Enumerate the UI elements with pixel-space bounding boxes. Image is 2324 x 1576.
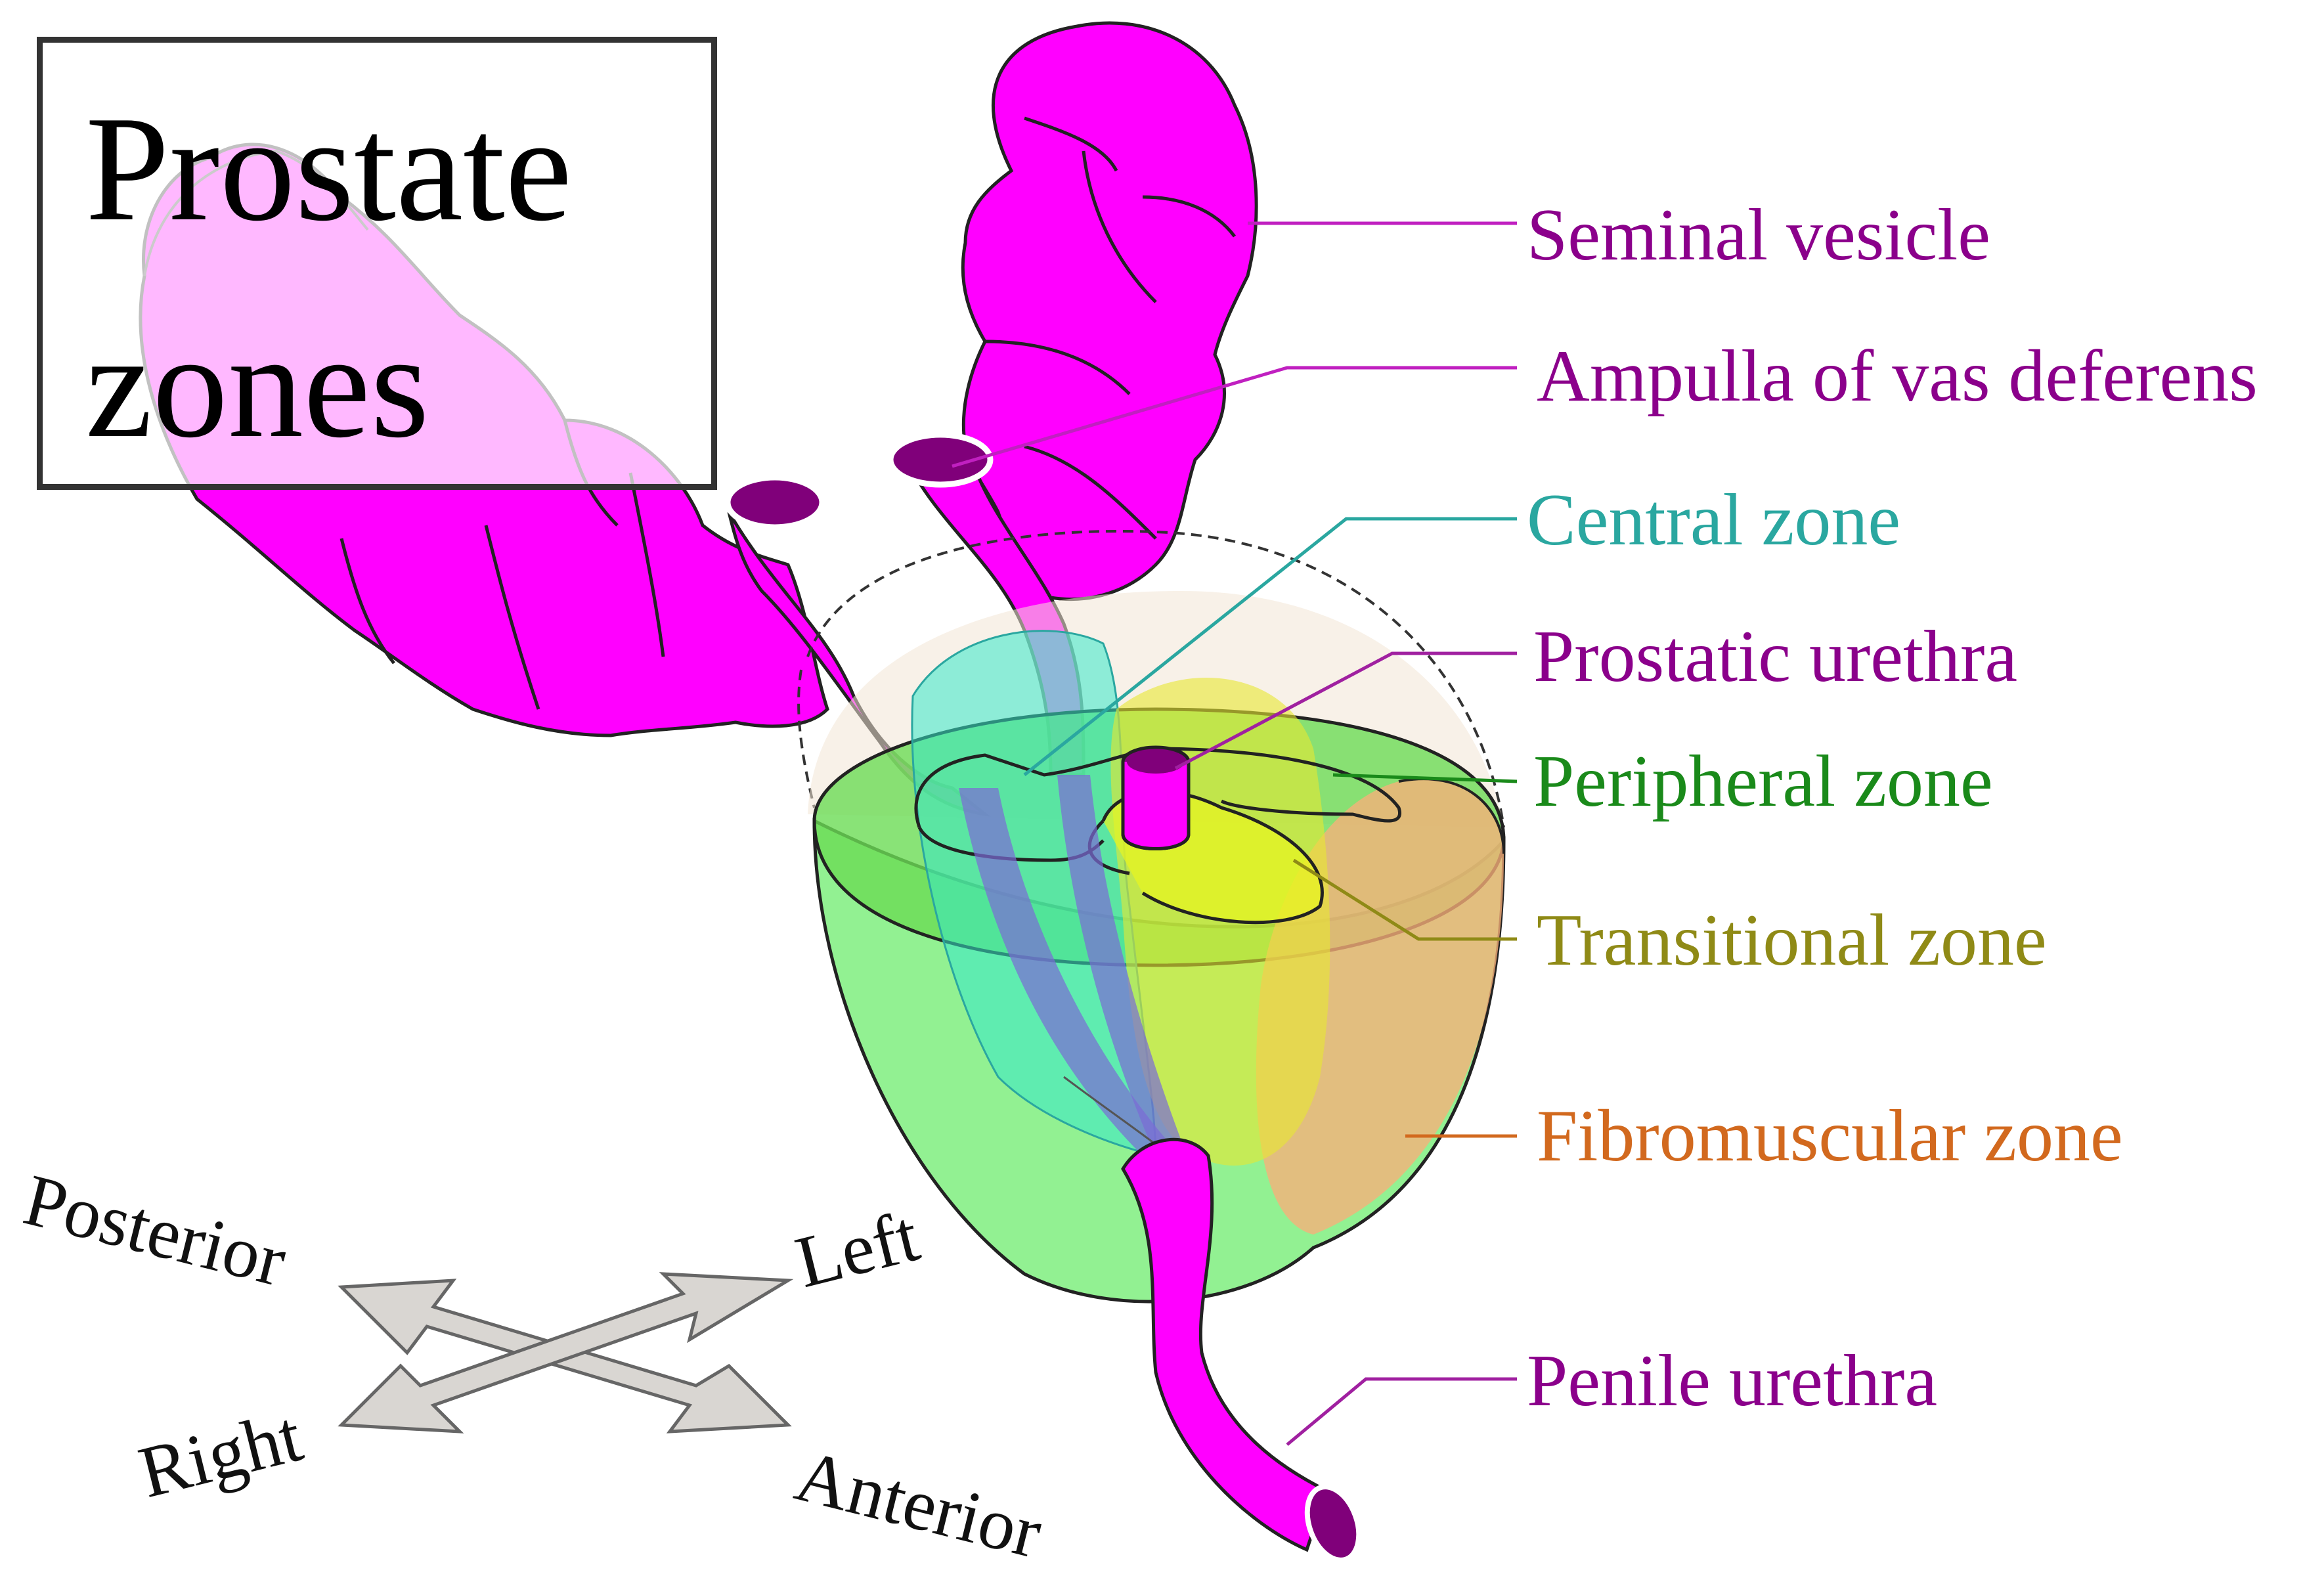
label-seminal-vesicle: Seminal vesicle — [1527, 189, 1990, 281]
label-penile-urethra: Penile urethra — [1527, 1335, 1937, 1427]
title-line-2: zones — [85, 277, 676, 494]
left-seminal-vesicle — [963, 23, 1256, 600]
diagram-title: Prostate zones — [85, 60, 676, 494]
leader-penile-urethra — [1287, 1379, 1517, 1445]
label-central-zone: Central zone — [1527, 474, 1900, 566]
label-ampulla: Ampulla of vas deferens — [1537, 330, 2258, 422]
label-peripheral-zone: Peripheral zone — [1533, 735, 1993, 827]
orientation-compass — [341, 1274, 788, 1432]
label-prostatic-urethra: Prostatic urethra — [1533, 611, 2017, 703]
label-fibromuscular-zone: Fibromuscular zone — [1537, 1090, 2123, 1182]
label-transitional-zone: Transitional zone — [1537, 894, 2047, 986]
title-line-1: Prostate — [85, 60, 676, 277]
